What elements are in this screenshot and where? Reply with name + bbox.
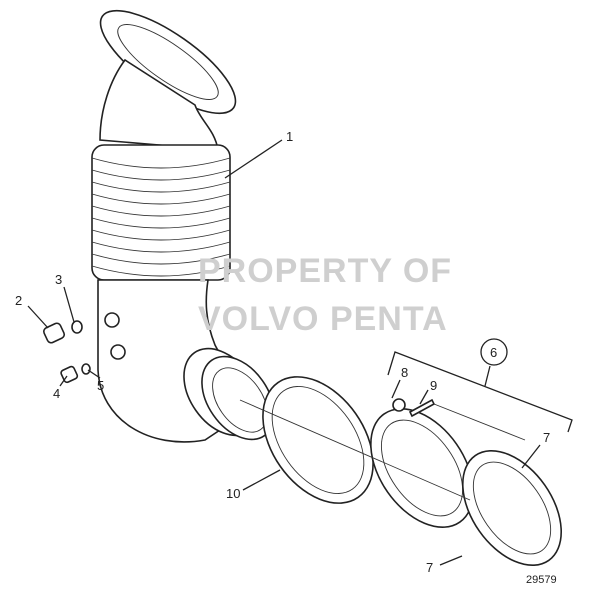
plug-part-4 bbox=[60, 365, 79, 384]
watermark: PROPERTY OF VOLVO PENTA bbox=[198, 252, 452, 338]
gasket-part-10 bbox=[262, 376, 374, 504]
plug-part-2 bbox=[42, 322, 66, 344]
callout-9: 9 bbox=[430, 378, 437, 393]
callout-10: 10 bbox=[226, 486, 240, 501]
leader-lines bbox=[27, 139, 573, 566]
exhaust-elbow-part-1 bbox=[91, 9, 275, 443]
callout-1: 1 bbox=[286, 129, 293, 144]
clamp-ring bbox=[370, 408, 474, 528]
washer-part-5 bbox=[81, 363, 91, 375]
callout-2: 2 bbox=[15, 293, 22, 308]
callout-4: 4 bbox=[53, 386, 60, 401]
callout-3: 3 bbox=[55, 272, 62, 287]
callout-7-upper: 7 bbox=[543, 430, 550, 445]
ring-part-7 bbox=[461, 449, 563, 567]
callout-7-lower: 7 bbox=[426, 560, 433, 575]
figure-number: 29579 bbox=[526, 574, 557, 586]
watermark-line2: VOLVO PENTA bbox=[198, 300, 448, 338]
nut-part-8 bbox=[392, 398, 406, 412]
callout-8: 8 bbox=[401, 365, 408, 380]
washer-part-3 bbox=[71, 320, 83, 334]
callout-5: 5 bbox=[97, 378, 104, 393]
watermark-line1: PROPERTY OF bbox=[198, 252, 452, 290]
callout-6: 6 bbox=[490, 345, 497, 360]
